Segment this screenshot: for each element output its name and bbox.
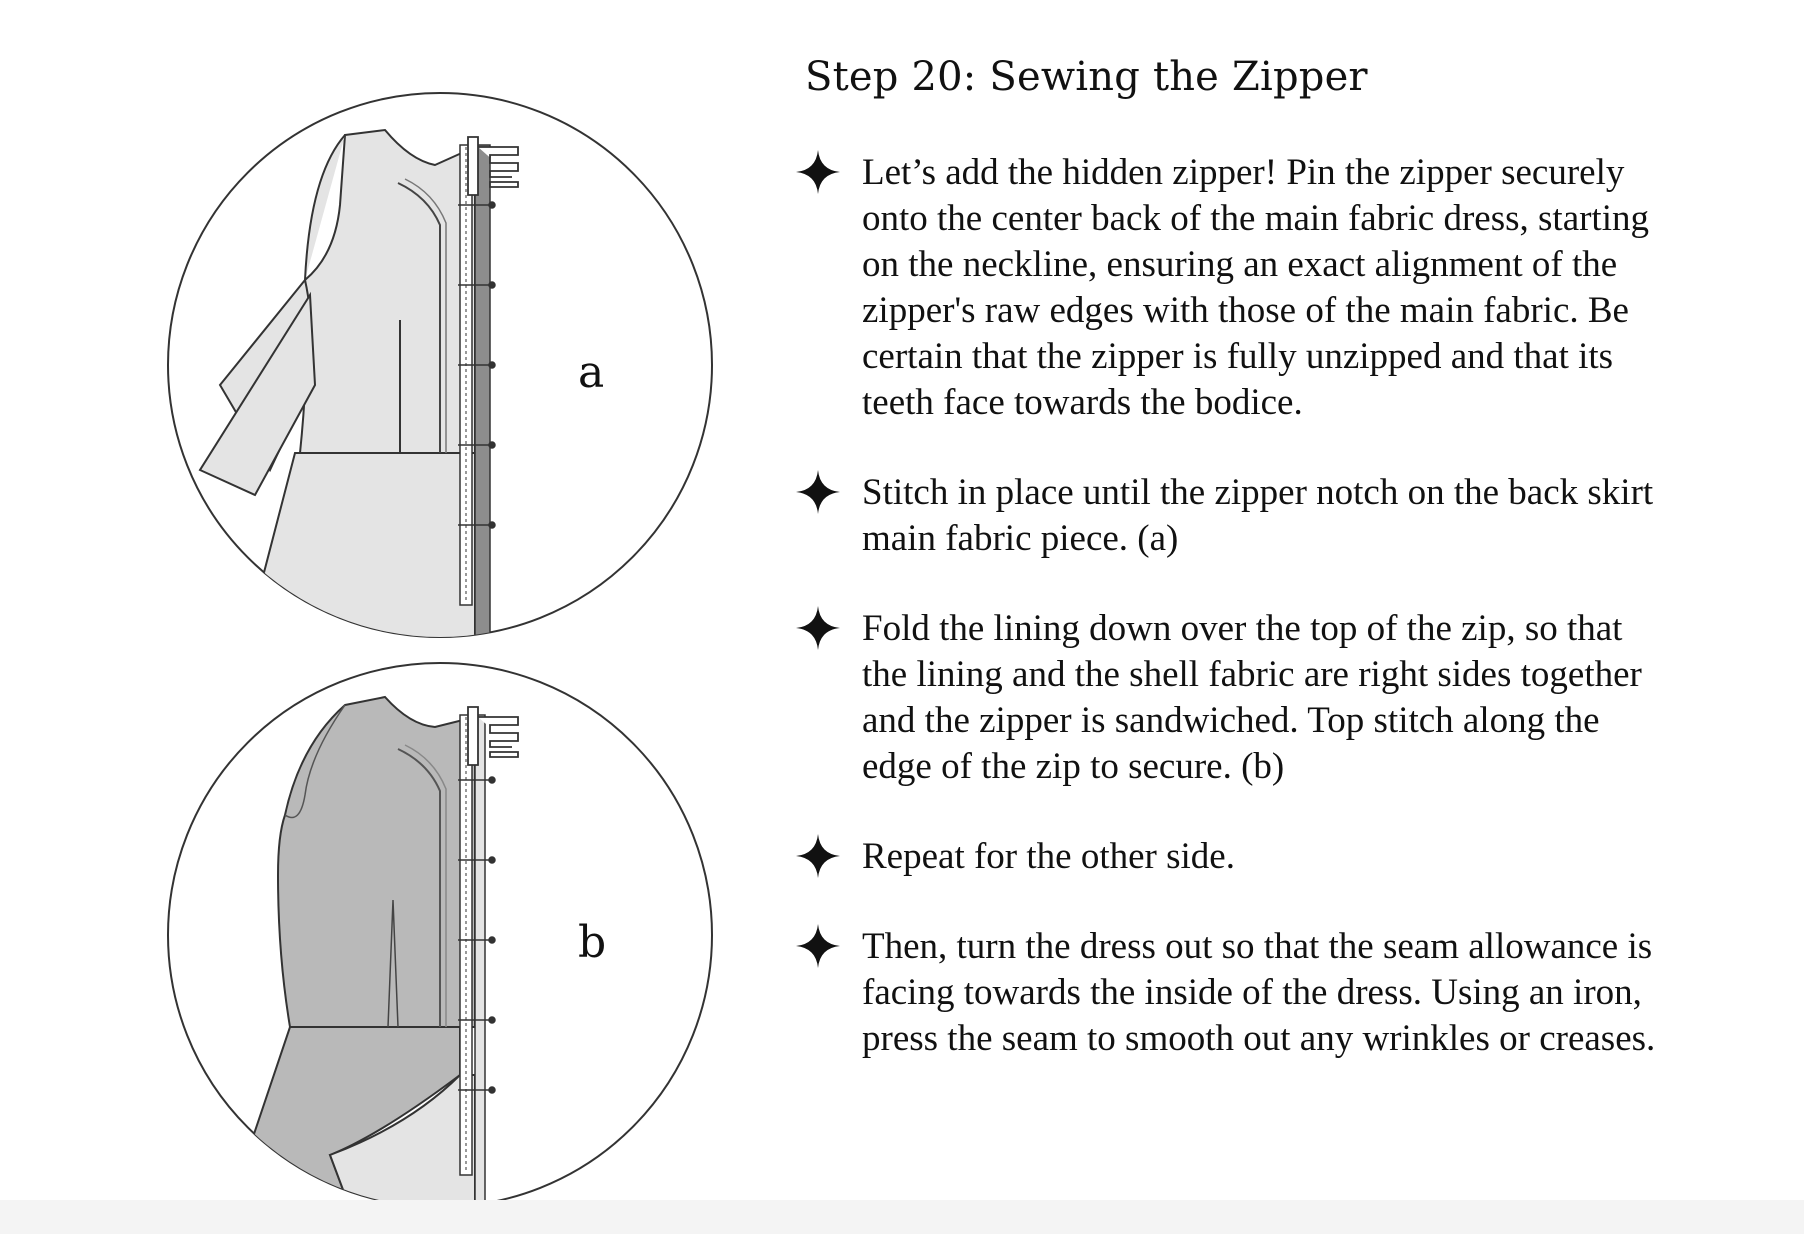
dress-zipper-illustration-a bbox=[167, 92, 713, 638]
step-list: Let’s add the hidden zipper! Pin the zip… bbox=[796, 150, 1700, 1062]
step-item-1: Let’s add the hidden zipper! Pin the zip… bbox=[796, 150, 1662, 426]
step-text: Fold the lining down over the top of the… bbox=[862, 608, 1642, 787]
step-item-5: Then, turn the dress out so that the sea… bbox=[796, 924, 1662, 1062]
panel-label-a: a bbox=[578, 347, 605, 398]
step-text: Repeat for the other side. bbox=[862, 836, 1235, 877]
panel-label-b: b bbox=[578, 917, 607, 968]
instructions-column: Step 20: Sewing the Zipper Let’s add the… bbox=[796, 52, 1700, 1106]
step-item-3: Fold the lining down over the top of the… bbox=[796, 606, 1662, 790]
four-point-star-icon bbox=[796, 150, 840, 194]
dress-zipper-illustration-b bbox=[167, 662, 713, 1208]
presser-foot-icon bbox=[467, 706, 519, 766]
page-title: Step 20: Sewing the Zipper bbox=[805, 54, 1368, 100]
page-footer-strip bbox=[0, 1200, 1804, 1234]
step-text: Then, turn the dress out so that the sea… bbox=[862, 926, 1656, 1059]
four-point-star-icon bbox=[796, 834, 840, 878]
illustration-b: b bbox=[160, 655, 720, 1215]
presser-foot-icon bbox=[467, 136, 519, 196]
step-text: Stitch in place until the zipper notch o… bbox=[862, 472, 1654, 559]
step-text: Let’s add the hidden zipper! Pin the zip… bbox=[862, 152, 1649, 423]
step-item-2: Stitch in place until the zipper notch o… bbox=[796, 470, 1662, 562]
four-point-star-icon bbox=[796, 606, 840, 650]
step-item-4: Repeat for the other side. bbox=[796, 834, 1662, 880]
four-point-star-icon bbox=[796, 924, 840, 968]
illustration-a: a bbox=[160, 85, 720, 645]
four-point-star-icon bbox=[796, 470, 840, 514]
